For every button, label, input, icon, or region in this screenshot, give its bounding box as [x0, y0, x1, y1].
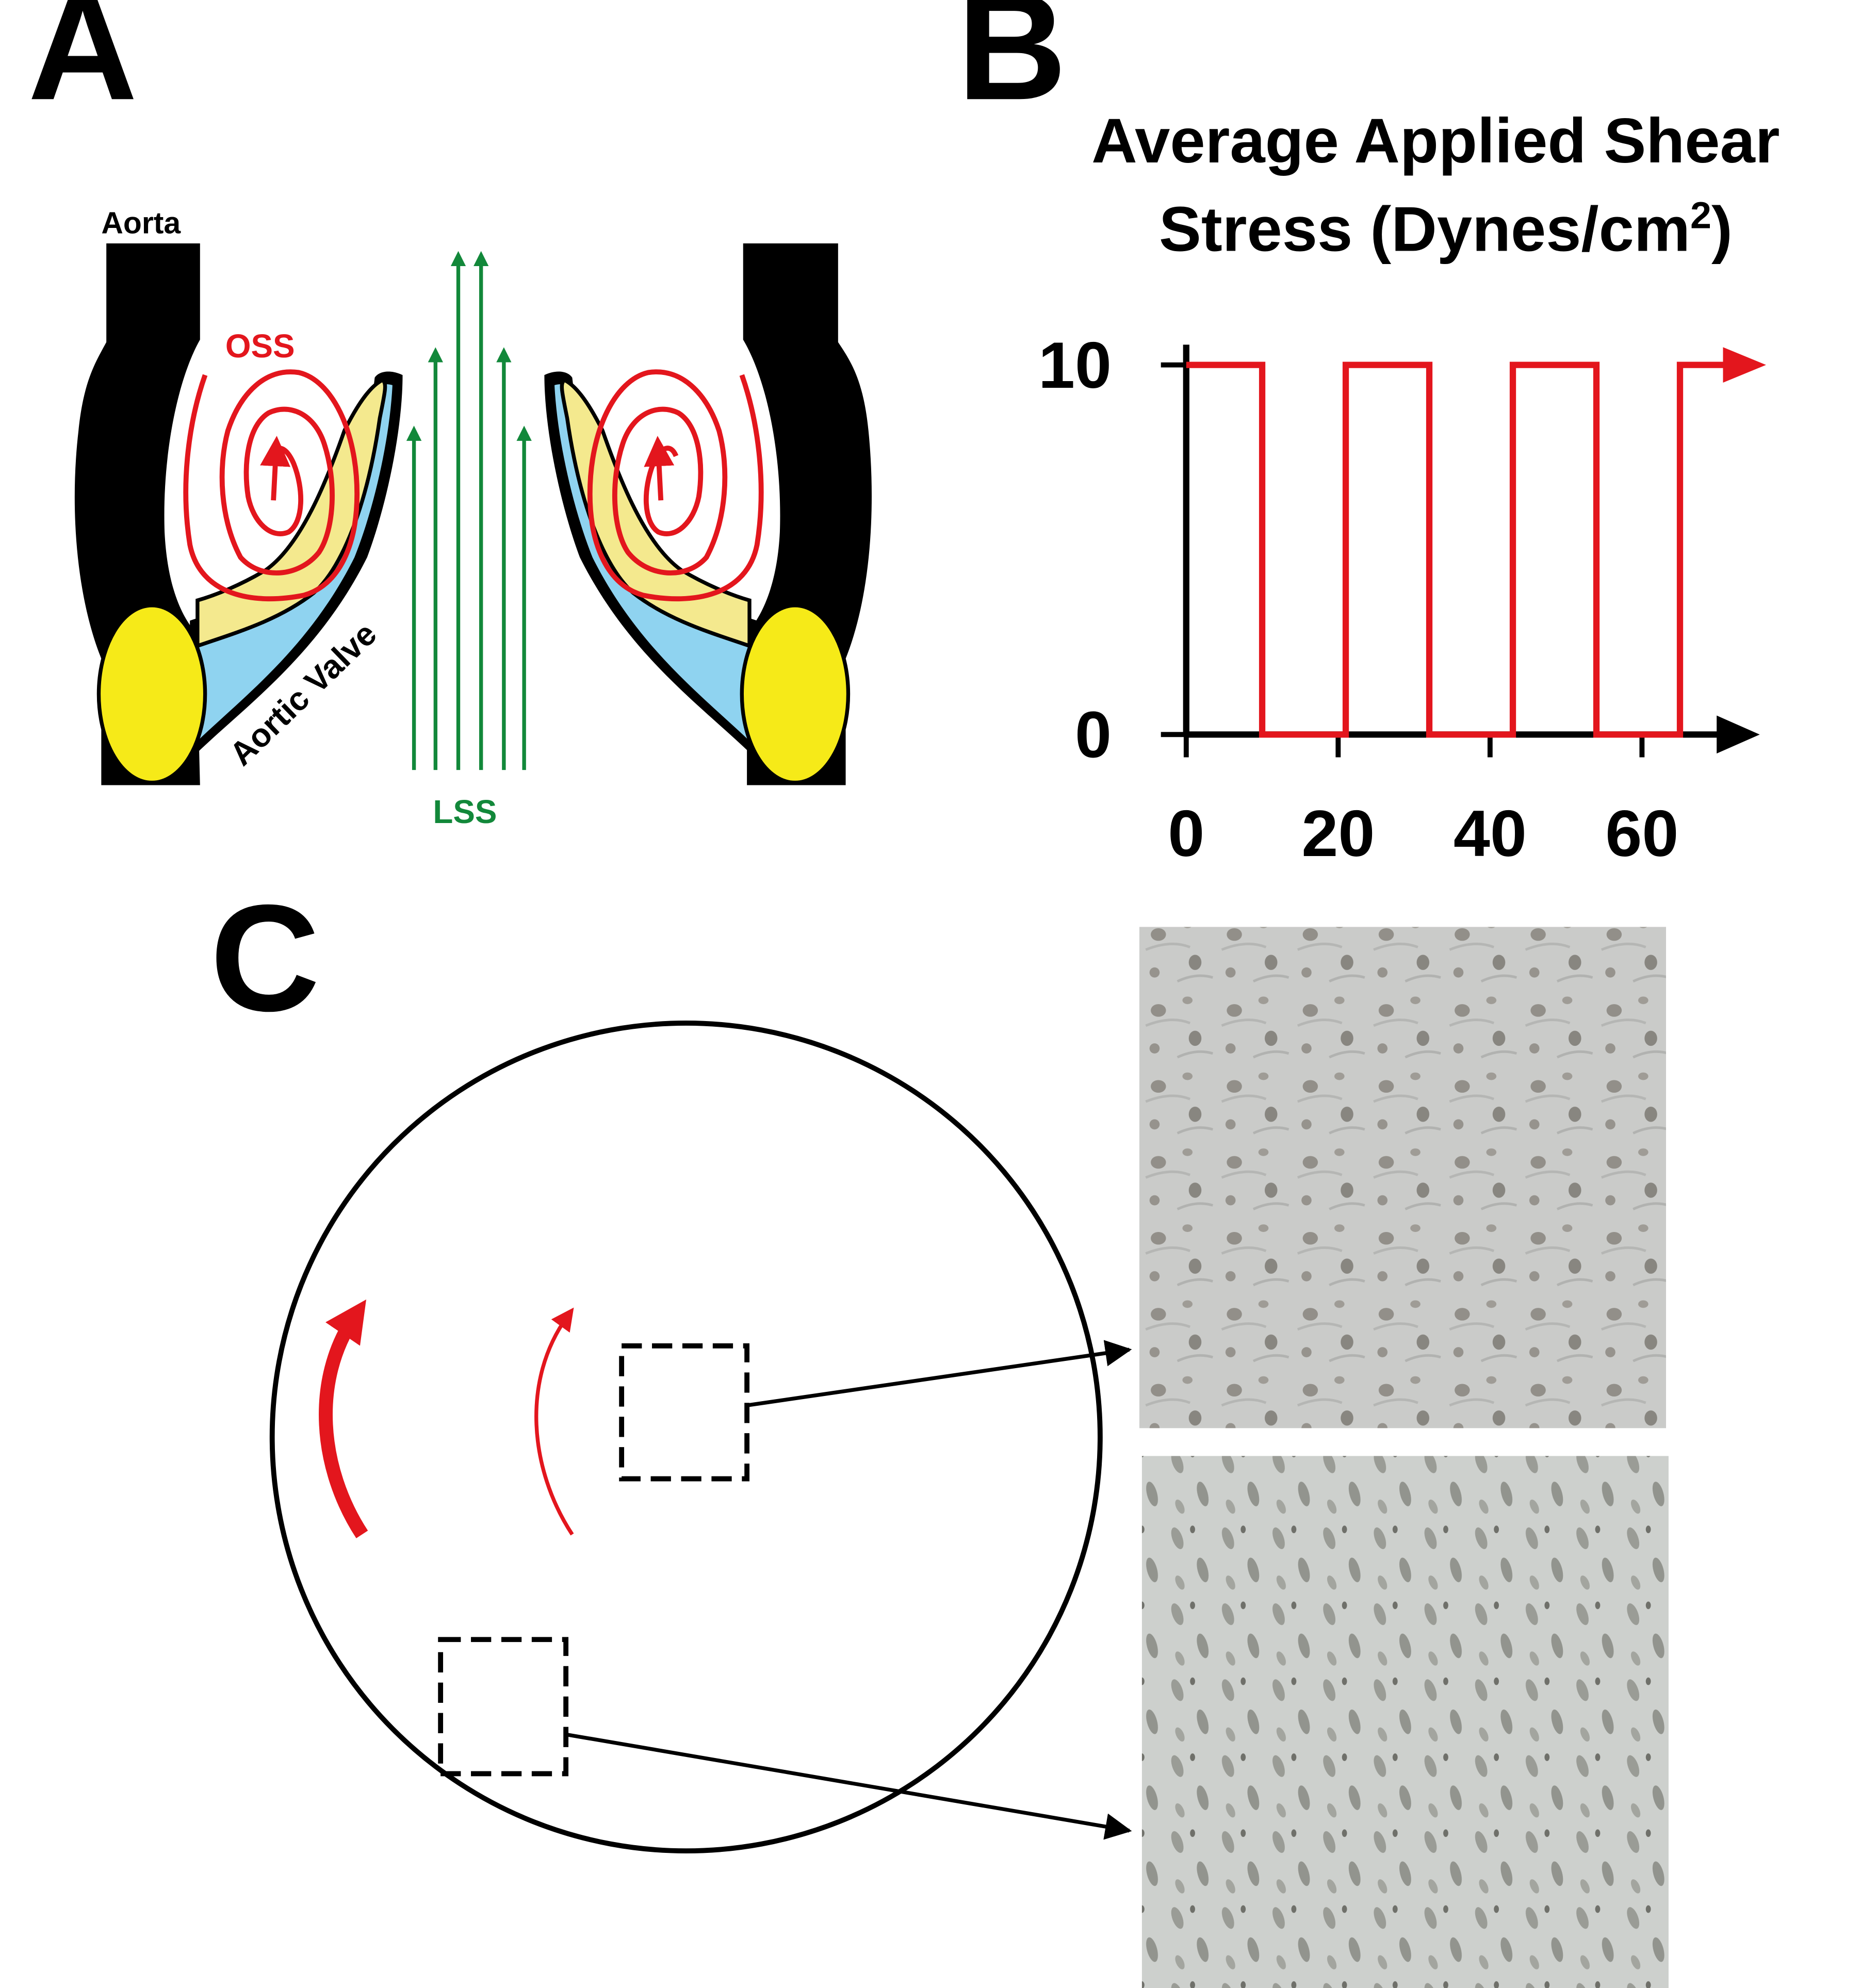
- panel-b-letter: B: [957, 0, 1067, 132]
- right-aortic-leaflet: [544, 371, 757, 760]
- outer-flow-arrow: [319, 1299, 368, 1538]
- x-tick-label-60: 60: [1605, 797, 1678, 870]
- lss-label: LSS: [433, 793, 497, 830]
- left-oss-vortex: [183, 369, 360, 602]
- micrograph-periphery-cells: [1141, 1456, 1669, 1988]
- x-tick-label-40: 40: [1454, 797, 1527, 870]
- lss-flow-arrows: [406, 251, 532, 770]
- x-axis-arrowhead: [1717, 715, 1760, 754]
- series-arrowhead-0: [1723, 347, 1766, 383]
- culture-dish: [269, 1021, 1103, 1854]
- shear-stress-chart: 0 20 40 60 0 10: [1038, 328, 1766, 870]
- periphery-region-box: [438, 1637, 569, 1777]
- aorta-label: Aorta: [101, 206, 181, 240]
- y-tick-label-10: 10: [1038, 328, 1112, 402]
- panel-a-letter: A: [28, 0, 138, 132]
- inner-flow-arrow: [534, 1307, 574, 1536]
- panel-a: A Aorta OSS: [28, 0, 872, 830]
- left-sinus-bulb: [96, 603, 207, 785]
- panel-c-letter: C: [210, 873, 320, 1043]
- chart-title-line2-main: Stress (Dynes/cm: [1159, 194, 1690, 265]
- center-region-box: [619, 1343, 750, 1482]
- y-tick-label-0: 0: [1075, 698, 1112, 772]
- x-tick-label-0: 0: [1168, 797, 1204, 870]
- panel-c: C: [210, 873, 1669, 1988]
- panel-b: B Average Applied Shear Stress (Dynes/cm…: [957, 0, 1780, 870]
- oss-label: OSS: [225, 327, 295, 365]
- right-oss-vortex: [587, 369, 764, 602]
- periphery-zoom-pointer: [565, 1732, 1132, 1840]
- center-zoom-pointer: [746, 1340, 1132, 1407]
- chart-title-line2-end: ): [1711, 194, 1733, 265]
- micrograph-center-cells: [1139, 927, 1667, 1428]
- right-sinus-bulb: [740, 603, 851, 785]
- series-line-0: [1186, 362, 1741, 738]
- chart-title-line1: Average Applied Shear: [1091, 106, 1780, 176]
- chart-title-line2-sup: 2: [1690, 194, 1711, 237]
- x-tick-label-20: 20: [1301, 797, 1375, 870]
- chart-title-line2: Stress (Dynes/cm2): [1159, 194, 1733, 265]
